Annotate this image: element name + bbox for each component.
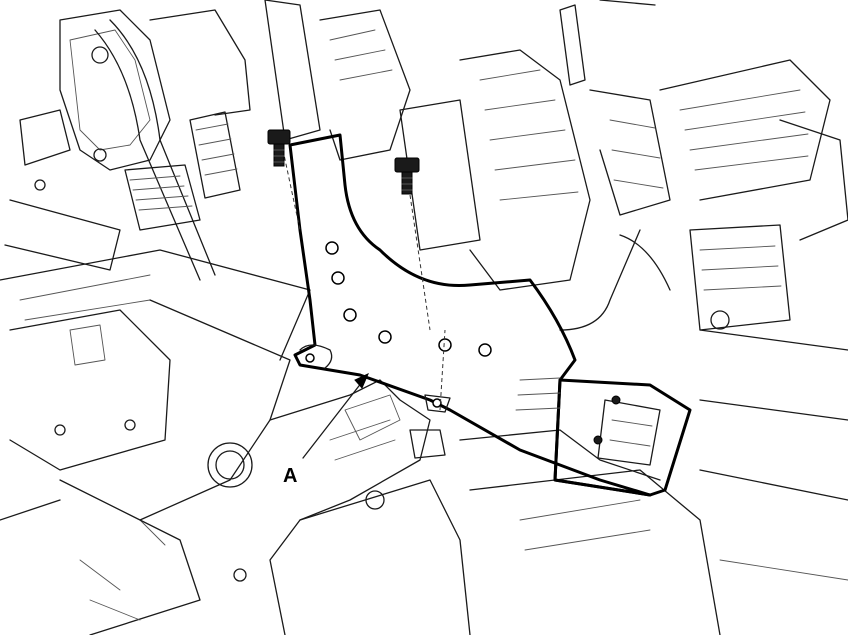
bolt-icon bbox=[267, 129, 291, 145]
shift-lever-assembly bbox=[264, 0, 848, 331]
bracket bbox=[288, 133, 652, 497]
callout-a: A bbox=[283, 373, 369, 487]
alignment-line bbox=[439, 329, 446, 411]
callout-label-a: A bbox=[283, 465, 297, 487]
bolt-upper-left bbox=[267, 129, 301, 231]
floor-panel bbox=[0, 249, 848, 635]
bolt-icon bbox=[394, 157, 420, 173]
pedal-assembly bbox=[4, 9, 251, 281]
bolt-upper-center bbox=[394, 157, 431, 331]
